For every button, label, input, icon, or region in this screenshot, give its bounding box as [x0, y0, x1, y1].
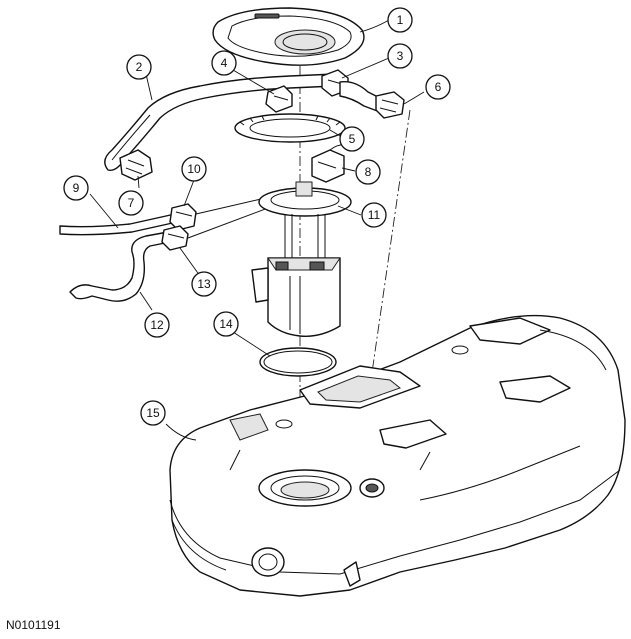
part-13-quick-connector [161, 225, 189, 251]
callout-13: 13 [191, 271, 217, 297]
callout-3-label: 3 [397, 49, 404, 63]
callout-1-label: 1 [397, 13, 404, 27]
callout-7: 7 [118, 190, 144, 216]
part-6-hose-connector [339, 81, 405, 119]
callout-12: 12 [144, 312, 170, 338]
callout-11: 11 [361, 202, 387, 228]
callout-5-label: 5 [349, 132, 356, 146]
part-12-vapor-hose [69, 231, 171, 302]
callout-11-label: 11 [368, 208, 381, 222]
part-15-fuel-tank [169, 314, 626, 597]
part-9-fuel-line [59, 213, 178, 236]
callout-8-label: 8 [365, 165, 372, 179]
callout-7-label: 7 [128, 196, 135, 210]
callout-13-label: 13 [197, 277, 211, 291]
part-8-electrical-connector [311, 144, 353, 183]
callout-12-label: 12 [150, 318, 164, 332]
part-5-seal [234, 113, 346, 143]
leader-lines [89, 19, 425, 441]
callout-6: 6 [425, 74, 451, 100]
callout-4: 4 [211, 50, 237, 76]
callout-10-label: 10 [187, 162, 201, 176]
callout-8: 8 [355, 159, 381, 185]
callout-2-label: 2 [136, 60, 143, 74]
callout-3: 3 [387, 43, 413, 69]
callout-4-label: 4 [221, 56, 228, 70]
part-14-o-ring [259, 347, 337, 377]
callout-2: 2 [126, 54, 152, 80]
callout-5: 5 [339, 126, 365, 152]
part-11-fuel-pump-module [251, 181, 352, 337]
callout-9: 9 [63, 175, 89, 201]
callout-1: 1 [387, 7, 413, 33]
part-7-quick-connector [119, 149, 153, 181]
callout-10: 10 [181, 156, 207, 182]
part-10-quick-connector [169, 203, 197, 231]
part-4-connector [265, 85, 293, 113]
callout-14: 14 [213, 311, 239, 337]
figure-id-label: N0101191 [6, 618, 61, 632]
callout-14-label: 14 [219, 317, 233, 331]
callout-6-label: 6 [435, 80, 442, 94]
part-1-cover [212, 7, 365, 66]
callout-9-label: 9 [73, 181, 80, 195]
callout-15: 15 [140, 400, 166, 426]
callout-15-label: 15 [146, 406, 160, 420]
